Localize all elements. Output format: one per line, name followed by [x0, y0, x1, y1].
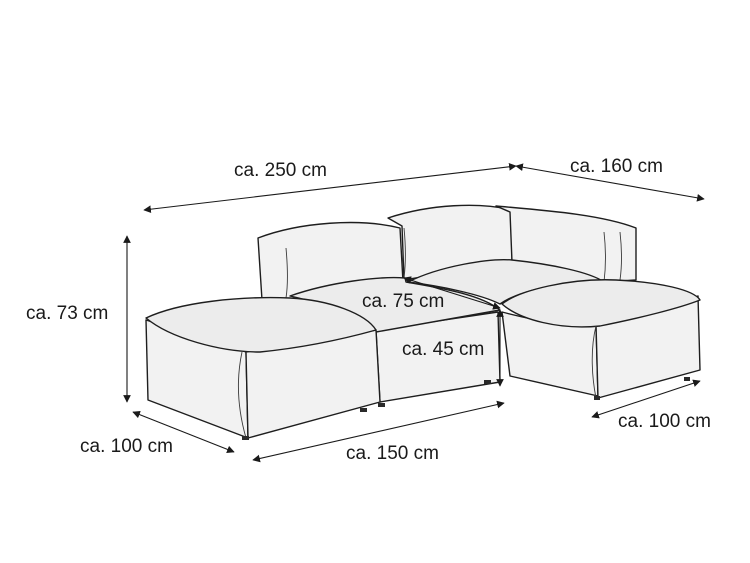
dimension-lines — [123, 162, 705, 463]
foot — [360, 408, 367, 412]
foot — [378, 403, 385, 407]
dim-line-seat-depth — [403, 276, 501, 310]
label-total-width: ca. 250 cm — [234, 160, 327, 181]
dimension-labels: ca. 250 cm ca. 160 cm ca. 73 cm ca. 75 c… — [26, 156, 711, 464]
sofa-illustration — [145, 204, 701, 440]
label-front-width: ca. 150 cm — [346, 443, 439, 464]
foot — [242, 436, 249, 440]
foot — [594, 396, 600, 400]
right-ottoman — [501, 279, 701, 400]
label-corner-depth: ca. 160 cm — [570, 156, 663, 177]
foot — [484, 380, 491, 384]
dim-line-corner-depth — [515, 163, 705, 202]
label-right-ottoman-width: ca. 100 cm — [618, 411, 711, 432]
foot — [684, 377, 690, 381]
dim-line-right-ottoman-width — [591, 379, 701, 419]
label-ottoman-depth: ca. 100 cm — [80, 436, 173, 457]
label-seat-depth: ca. 75 cm — [362, 291, 444, 312]
label-height: ca. 73 cm — [26, 303, 108, 324]
dim-line-total-width — [143, 162, 517, 214]
label-seat-height: ca. 45 cm — [402, 339, 484, 360]
dim-line-front-width — [252, 400, 505, 463]
dim-line-ottoman-depth — [132, 410, 235, 454]
